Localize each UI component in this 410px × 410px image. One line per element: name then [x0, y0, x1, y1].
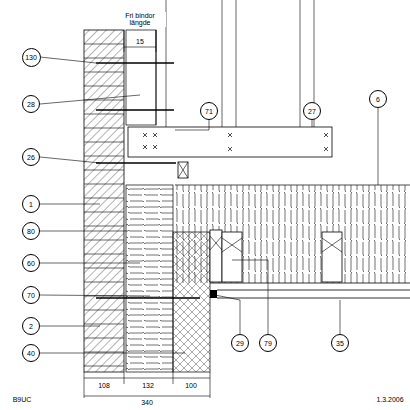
callout-number: 40	[27, 350, 35, 357]
callout-circle: 70	[22, 286, 40, 304]
callout-circle: 2	[22, 317, 40, 335]
callout-circle: 26	[22, 148, 40, 166]
glulam-beam	[128, 127, 332, 157]
dimension-label: 100	[185, 382, 197, 389]
brick-wall	[84, 30, 124, 372]
callout-circle: 6	[369, 90, 387, 108]
callout-number: 2	[29, 323, 33, 330]
callout-circle: 80	[22, 222, 40, 240]
dimension-label: 132	[142, 382, 154, 389]
dimension-label: Fri bindor längde	[114, 12, 166, 27]
drawing-note: B9UC	[13, 396, 32, 403]
dimension-label: 108	[98, 382, 110, 389]
callout-circle: 130	[22, 48, 41, 67]
callout-number: 35	[336, 340, 344, 347]
callout-number: 26	[27, 154, 35, 161]
timber-frame	[126, 30, 156, 125]
callout-circle: 60	[22, 254, 40, 272]
callout-number: 28	[27, 101, 35, 108]
callout-circle: 27	[303, 102, 321, 120]
callout-number: 29	[236, 340, 244, 347]
leader-lines	[40, 57, 378, 353]
callout-number: 1	[29, 201, 33, 208]
stud	[210, 230, 222, 282]
floor-insulation	[175, 185, 410, 283]
cavity-insulation	[126, 185, 173, 372]
callout-circle: 79	[259, 334, 277, 352]
callout-circle: 28	[22, 95, 40, 113]
callout-number: 27	[308, 108, 316, 115]
drawing-note: 1.3.2006	[376, 396, 403, 403]
dimension-label: 15	[136, 38, 144, 45]
callout-number: 80	[27, 228, 35, 235]
callout-number: 71	[205, 108, 213, 115]
callout-number: 70	[27, 292, 35, 299]
callout-number: 6	[376, 96, 380, 103]
callout-number: 130	[25, 54, 37, 61]
callout-number: 60	[27, 260, 35, 267]
callout-circle: 1	[22, 195, 40, 213]
callout-number: 79	[264, 340, 272, 347]
callout-circle: 29	[231, 334, 249, 352]
callout-circle: 71	[200, 102, 218, 120]
dimension-label: 340	[141, 399, 153, 406]
callout-circle: 35	[331, 334, 349, 352]
callout-circle: 40	[22, 344, 40, 362]
